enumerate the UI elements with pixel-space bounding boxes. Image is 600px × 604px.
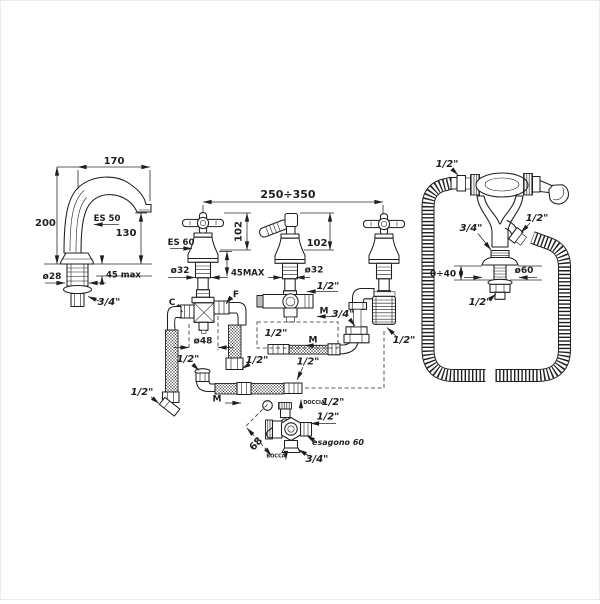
dim-spout-deck-max: 45 max (106, 271, 141, 281)
dim-left-valve-deck-max: 45MAX (231, 269, 265, 279)
label-cold-hose-end: 1/2" (131, 387, 154, 398)
label-shower-inlet: 1/2" (436, 159, 459, 170)
right-valve-view: 1/2" (304, 213, 416, 389)
shower-head (539, 179, 569, 205)
label-shower-outlet: 1/2" (526, 213, 549, 224)
dim-left-valve-stem-dia: ø32 (171, 266, 190, 276)
center-valve-view: 102 ø32 1/2" M (256, 212, 340, 323)
dim-diverter-across: 68 (248, 435, 266, 453)
label-diverter-side-size: 1/2" (317, 412, 340, 423)
label-elbow-size: 1/2" (177, 354, 200, 365)
label-hot-hose-end: 1/2" (246, 355, 269, 366)
spout-view: 170 200 ES 50 130 ø28 45 max 3/4" (35, 156, 152, 308)
label-diverter-bottom-name: BOCCA (266, 454, 285, 460)
left-valve-view: ES 60 102 ø32 45MAX ø48 C F (168, 212, 265, 350)
label-right-valve-tail: 1/2" (393, 335, 416, 346)
dim-spout-base-dia: ø28 (43, 272, 62, 282)
shower-hose (421, 176, 571, 382)
label-spout-feed: 3/4" (332, 309, 355, 320)
dim-center-valve-stem-dia: ø32 (305, 266, 324, 276)
span-dimension: 250÷350 (202, 188, 384, 217)
label-diverter-top-size: 1/2" (322, 397, 345, 408)
label-callout-type: M (309, 336, 318, 346)
label-shower-bracket-thread: 3/4" (460, 223, 483, 234)
dim-group-span: 250÷350 (260, 188, 315, 201)
connection-hoses: 1/2" 1/2" 1/2" M 1/2" (131, 301, 370, 417)
dim-spout-outlet-height: 130 (116, 228, 137, 239)
label-diverter-hex-note: esagono 60 (312, 438, 364, 447)
dim-spout-height: 200 (35, 218, 56, 229)
label-cold-inlet: C (169, 298, 176, 308)
label-center-side-type: M (320, 307, 329, 317)
label-shower-tail: 1/2" (469, 297, 492, 308)
dim-spout-reach: 170 (104, 156, 125, 167)
hand-shower-view: 1/2" 3/4" 1/2" 0÷40 ø60 1/2" (421, 159, 571, 382)
label-callout-size: 1/2" (265, 328, 288, 339)
diverter-detail-view: 68 DOCCIA 1/2" 1/2" esagono 60 BOCCA 3/4… (245, 397, 364, 465)
dim-spout-thread: 3/4" (98, 297, 121, 308)
label-hot-inlet: F (233, 290, 239, 300)
label-center-side-port: 1/2" (317, 281, 340, 292)
label-diverter-bottom-size: 3/4" (306, 454, 329, 465)
label-diverter-top-name: DOCCIA (303, 400, 325, 406)
shower-cradle (450, 172, 541, 248)
dim-left-valve-height: 102 (234, 221, 245, 242)
dim-left-valve-hole-dia: ø48 (194, 337, 213, 347)
dim-center-valve-height: 102 (307, 238, 328, 249)
dim-shower-flange-dia: ø60 (515, 266, 534, 276)
label-elbow-type: M (213, 395, 222, 405)
shower-bracket-base (454, 249, 542, 300)
dim-spout-hex: ES 50 (94, 214, 121, 224)
dim-left-valve-hex: ES 60 (168, 238, 195, 248)
dim-shower-deck-range: 0÷40 (430, 270, 456, 280)
label-link-hose-end: 1/2" (297, 357, 320, 368)
